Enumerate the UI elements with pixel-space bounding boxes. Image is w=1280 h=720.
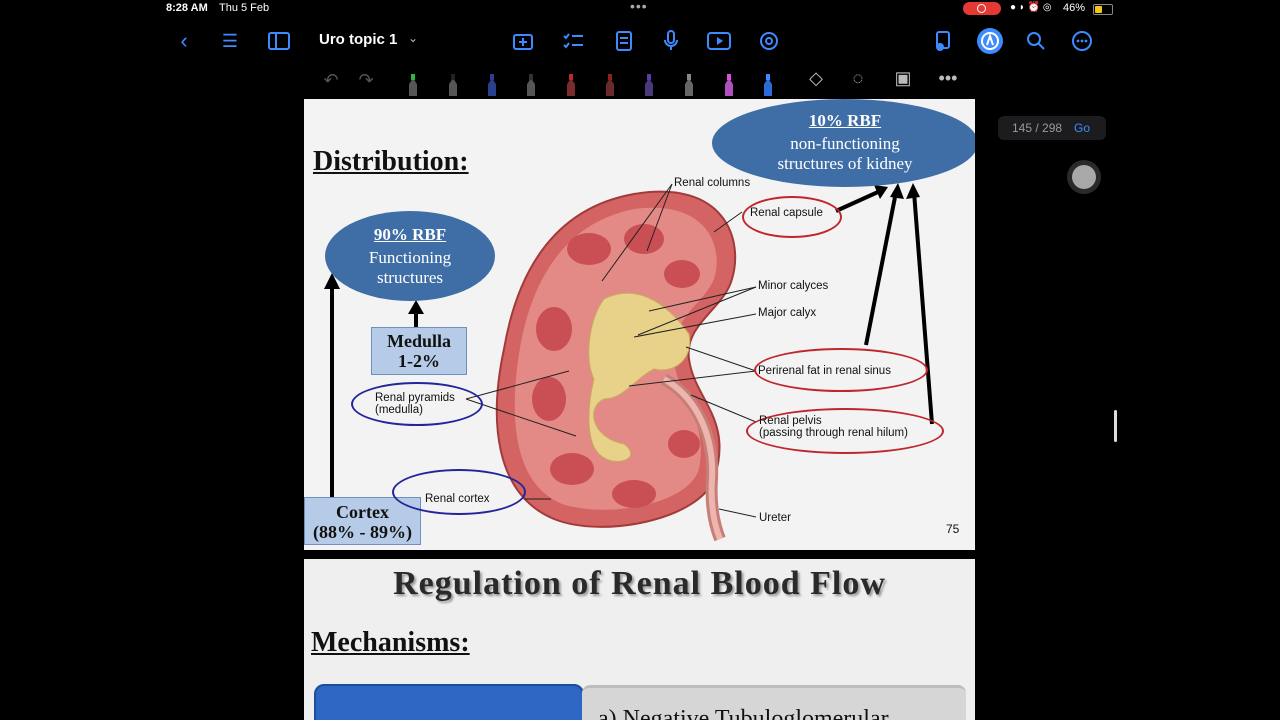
rbf-90-line2: Functioning xyxy=(368,248,452,267)
mechanisms-heading: Mechanisms: xyxy=(311,627,470,658)
label-renal-pelvis: Renal pelvis (passing through renal hilu… xyxy=(759,415,908,439)
search-icon[interactable] xyxy=(1021,22,1051,65)
go-button[interactable]: Go xyxy=(1074,121,1091,135)
renal-cortex-ring xyxy=(392,469,526,515)
rbf-10-bubble: 10% RBF non-functioning structures of ki… xyxy=(712,99,975,187)
redo-icon[interactable]: ↷ xyxy=(358,70,374,90)
battery-percentage: 46% xyxy=(1063,2,1086,14)
slide-title: Regulation of Renal Blood Flow xyxy=(393,565,886,602)
label-perirenal-fat: Perirenal fat in renal sinus xyxy=(758,365,891,377)
rbf-90-title: 90% RBF xyxy=(373,225,447,244)
chevron-down-icon[interactable]: ⌄ xyxy=(408,31,419,45)
label-renal-pelvis-line1: Renal pelvis xyxy=(759,415,822,427)
rbf-10-line3: structures of kidney xyxy=(777,154,913,173)
cortex-box: Cortex (88% - 89%) xyxy=(304,497,421,545)
checklist-icon[interactable] xyxy=(558,22,588,64)
drawing-toolbar: ↶ ↷ ◇ ◌ ▣ ••• xyxy=(160,64,1120,98)
rbf-10-line2: non-functioning xyxy=(790,134,900,153)
mechanism-box-grey xyxy=(582,685,966,720)
system-status-icons: ● ◗ ⏰ ◎ xyxy=(1010,2,1052,13)
scroll-knob[interactable] xyxy=(1067,160,1101,194)
status-date: Thu 5 Feb xyxy=(219,2,270,14)
navigation-bar: ‹ ☰ xyxy=(160,22,1120,60)
document-title[interactable]: Uro topic 1 xyxy=(319,31,398,48)
pen-tool-dark[interactable] xyxy=(524,70,538,96)
highlighter-tool-pink[interactable] xyxy=(722,70,736,96)
label-renal-pyramids-line1: Renal pyramids xyxy=(375,392,455,404)
image-icon[interactable]: ▣ xyxy=(894,68,912,88)
pdf-pen-maroon[interactable] xyxy=(603,70,617,96)
kidney-illustration xyxy=(324,183,934,542)
page-count: 145 / 298 xyxy=(1012,121,1063,135)
battery-icon xyxy=(1093,4,1113,15)
more-tools-icon[interactable]: ••• xyxy=(938,68,958,88)
slide-regulation: Regulation of Renal Blood Flow Mechanism… xyxy=(304,559,975,720)
cortex-percent: (88% - 89%) xyxy=(313,522,412,542)
eraser-icon[interactable]: ◇ xyxy=(809,68,823,88)
label-minor-calyces: Minor calyces xyxy=(758,280,829,292)
pdf-pen-purple[interactable] xyxy=(642,70,656,96)
pen-tool-blue[interactable] xyxy=(485,70,499,96)
slide-heading: Distribution: xyxy=(313,146,469,177)
renal-pelvis-ring xyxy=(746,408,944,454)
undo-icon[interactable]: ↶ xyxy=(323,70,339,90)
multitask-dots-icon[interactable]: ••• xyxy=(630,0,648,14)
medulla-box: Medulla 1-2% xyxy=(371,327,467,375)
perirenal-fat-ring xyxy=(754,348,928,392)
label-major-calyx: Major calyx xyxy=(758,307,817,319)
pen-tool-black[interactable] xyxy=(446,70,460,96)
label-renal-pelvis-line2: (passing through renal hilum) xyxy=(759,427,908,439)
pencil-tool[interactable] xyxy=(682,70,696,96)
label-renal-pyramids: Renal pyramids (medulla) xyxy=(375,392,455,416)
mechanism-box-blue xyxy=(314,684,584,720)
cortex-label: Cortex xyxy=(336,502,389,522)
rbf-90-bubble: 90% RBF Functioning structures xyxy=(325,211,495,301)
medulla-percent: 1-2% xyxy=(398,351,440,371)
add-page-icon[interactable] xyxy=(508,22,538,64)
label-renal-pyramids-line2: (medulla) xyxy=(375,404,423,416)
lasso-icon[interactable]: ◌ xyxy=(852,68,864,88)
mechanism-text: a) Negative Tubuloglomerular xyxy=(598,706,889,720)
scrollbar[interactable] xyxy=(1114,410,1117,442)
status-bar: 8:28 AM Thu 5 Feb ••• ● ◗ ⏰ ◎ 46% xyxy=(160,0,1120,18)
screen-recording-icon[interactable] xyxy=(963,2,1001,15)
label-renal-columns: Renal columns xyxy=(674,177,751,189)
sidebar-icon[interactable] xyxy=(264,22,294,63)
microphone-icon[interactable] xyxy=(656,22,686,65)
pen-tool-green[interactable] xyxy=(406,70,420,96)
rbf-10-title: 10% RBF xyxy=(808,111,882,130)
status-time: 8:28 AM xyxy=(166,2,208,14)
ai-icon[interactable] xyxy=(754,22,784,65)
play-icon[interactable] xyxy=(704,22,734,64)
renal-capsule-ring xyxy=(742,196,842,238)
label-ureter: Ureter xyxy=(759,512,791,524)
back-icon[interactable]: ‹ xyxy=(180,28,188,53)
label-renal-capsule: Renal capsule xyxy=(750,207,823,219)
label-renal-cortex: Renal cortex xyxy=(425,493,490,505)
medulla-label: Medulla xyxy=(386,331,451,351)
renal-pyramids-ring xyxy=(351,382,483,426)
slide-page-number: 75 xyxy=(946,522,960,536)
slide-distribution: Distribution: 90% RBF Functioning struct… xyxy=(304,99,975,550)
page-indicator[interactable]: 145 / 298 Go xyxy=(998,116,1106,140)
pdf-pen-red[interactable] xyxy=(564,70,578,96)
pencil-mode-icon[interactable] xyxy=(975,22,1005,68)
rbf-90-line3: structures xyxy=(376,268,444,287)
navbar-tools xyxy=(160,22,1120,60)
outline-icon[interactable]: ☰ xyxy=(221,31,239,51)
more-icon[interactable] xyxy=(1067,22,1097,65)
highlighter-tool-blue[interactable] xyxy=(761,70,775,96)
document-share-icon[interactable] xyxy=(928,22,958,65)
template-icon[interactable] xyxy=(609,22,639,65)
